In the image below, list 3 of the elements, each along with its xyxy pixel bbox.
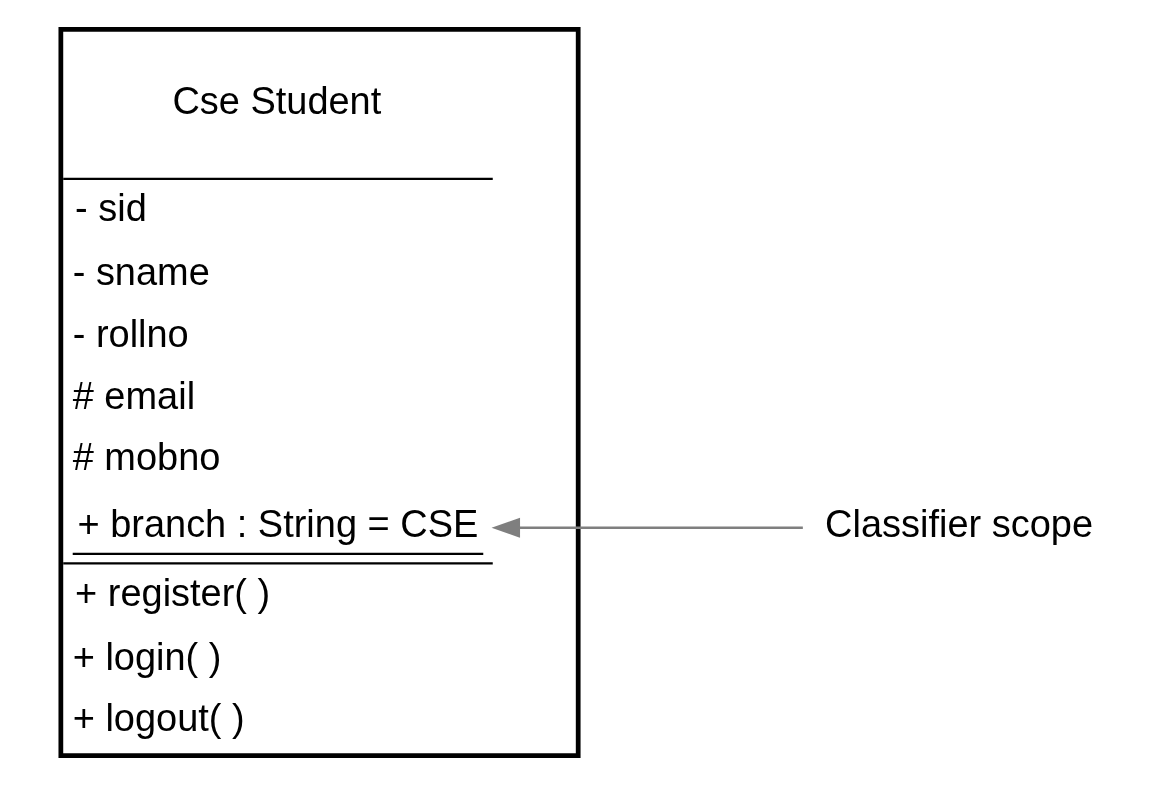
- arrow: [491, 517, 803, 538]
- node-text: Classifier scope: [824, 502, 1093, 545]
- node-box: Cse Student - sid - sname - rollno # email # mobno + branch : String = CSE + register( ) + login( ) + logout( ): [57, 27, 581, 758]
